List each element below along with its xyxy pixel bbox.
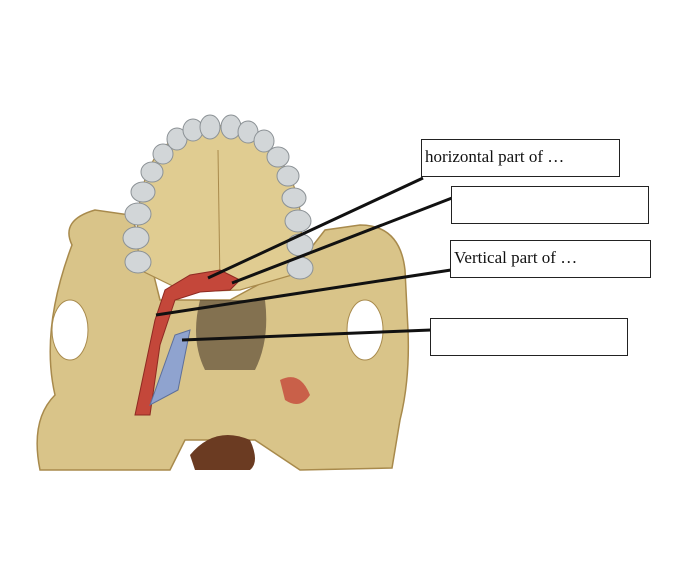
teeth-arch — [122, 114, 314, 280]
leader-line-4 — [181, 328, 432, 342]
leader-line-1 — [207, 176, 424, 280]
leader-line-2 — [231, 196, 453, 285]
foramen-magnum — [190, 435, 255, 470]
label-box-horizontal-part[interactable]: horizontal part of … — [421, 139, 620, 177]
artery — [134, 269, 241, 416]
choanae — [196, 300, 267, 370]
right-glenoid-opening — [346, 299, 384, 361]
right-vessels — [280, 377, 310, 404]
label-box-vertical-part[interactable]: Vertical part of … — [450, 240, 651, 278]
leader-lines — [155, 176, 453, 342]
vein — [149, 329, 191, 407]
left-glenoid-opening — [51, 299, 89, 361]
label-box-blank-2[interactable] — [430, 318, 628, 356]
label-box-blank-1[interactable] — [451, 186, 649, 224]
median-palatine-suture — [217, 149, 221, 286]
leader-line-3 — [155, 268, 452, 317]
